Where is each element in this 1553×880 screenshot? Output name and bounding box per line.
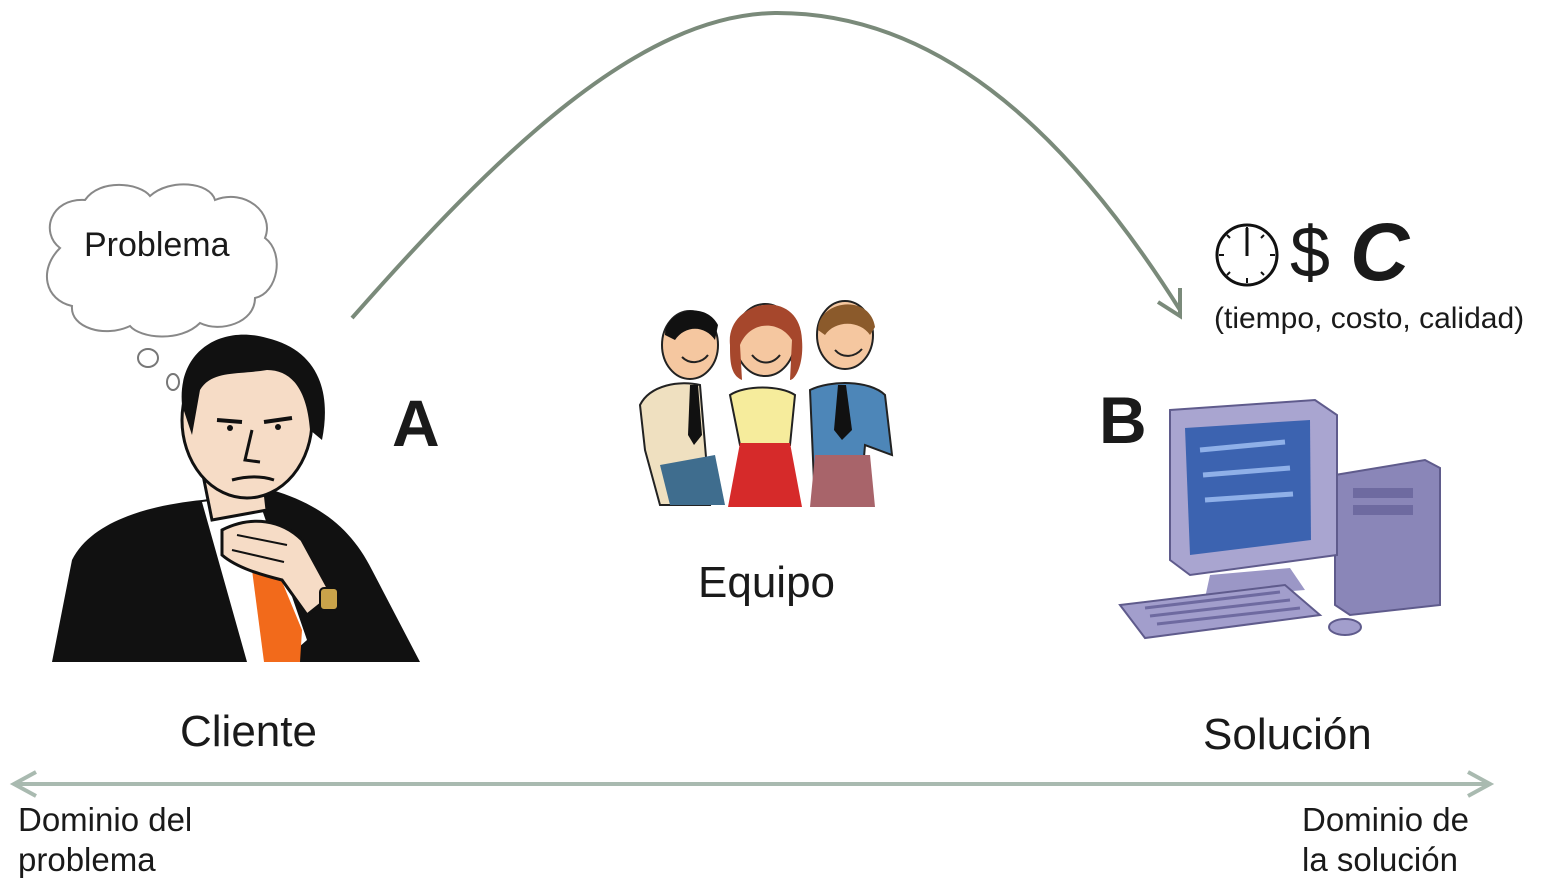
tie [252, 562, 302, 662]
computer-illustration [1118, 398, 1441, 640]
clock-icon [1215, 223, 1279, 287]
problem-domain-line2: problema [18, 841, 156, 878]
team-label: Equipo [698, 558, 836, 607]
problem-domain-line1: Dominio del [18, 801, 193, 838]
solution-domain-label: Dominio de la solución [1302, 800, 1469, 880]
dollar-icon: $ [1290, 213, 1331, 293]
constraints-caption: (tiempo, costo, calidad) [1214, 302, 1525, 335]
client-illustration [52, 334, 420, 662]
quality-icon: C [1350, 207, 1410, 298]
solution-label: Solución [1203, 710, 1372, 759]
thought-bubble-text: Problema [84, 226, 230, 264]
client-label: Cliente [180, 707, 317, 756]
team-illustration [638, 300, 894, 507]
problem-domain-label: Dominio del problema [18, 800, 192, 880]
solution-domain-line1: Dominio de [1302, 801, 1469, 838]
point-a-label: A [392, 386, 440, 460]
solution-domain-line2: la solución [1302, 841, 1458, 878]
point-b-label: B [1099, 383, 1147, 457]
